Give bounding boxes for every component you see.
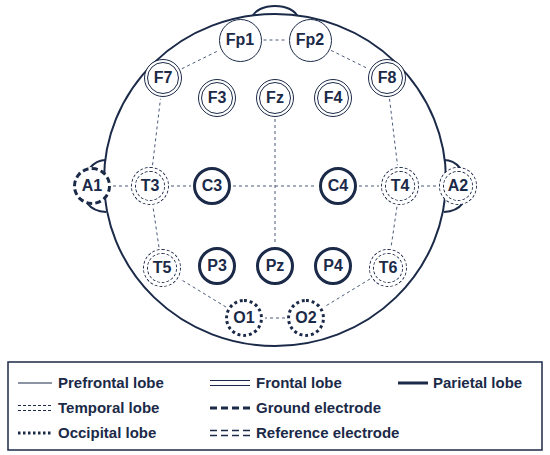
electrode-label: T5 bbox=[153, 259, 172, 277]
electrode-circle: C4 bbox=[319, 167, 357, 205]
electrode-circle: A1 bbox=[73, 167, 111, 205]
electrode-label: T3 bbox=[141, 177, 160, 195]
sample-thick bbox=[398, 382, 428, 385]
electrode-circle: C3 bbox=[193, 167, 231, 205]
electrode-label: P4 bbox=[323, 257, 343, 275]
electrode-circle: F4 bbox=[314, 79, 352, 117]
sample-double bbox=[210, 380, 250, 381]
electrode-label: C4 bbox=[328, 177, 348, 195]
guide-line bbox=[391, 207, 397, 247]
guide-line bbox=[359, 186, 379, 187]
head bbox=[104, 14, 446, 346]
electrode-circle: T4 bbox=[381, 167, 419, 205]
electrode-label: P3 bbox=[207, 257, 227, 275]
guide-line bbox=[153, 207, 159, 247]
electrode-label: F3 bbox=[208, 89, 227, 107]
legend-text: Reference electrode bbox=[256, 424, 399, 441]
sample-thin bbox=[18, 382, 52, 383]
electrode-circle: Fp1 bbox=[219, 19, 262, 62]
guide-line bbox=[113, 186, 129, 187]
electrode-label: A1 bbox=[82, 177, 102, 195]
electrode-label: C3 bbox=[202, 177, 222, 195]
electrode-label: F4 bbox=[324, 89, 343, 107]
legend-text: Ground electrode bbox=[256, 399, 381, 416]
legend-text: Prefrontal lobe bbox=[58, 374, 164, 391]
guide-line bbox=[421, 186, 437, 187]
electrode-label: T6 bbox=[379, 259, 398, 277]
electrode-label: O1 bbox=[233, 309, 254, 327]
electrode-label: A2 bbox=[448, 177, 468, 195]
sample-thick-dashed bbox=[210, 407, 250, 410]
legend-box bbox=[8, 362, 542, 450]
electrode-label: Fp2 bbox=[296, 31, 324, 49]
sample-double-long-dash bbox=[210, 430, 250, 432]
sample-dotted bbox=[18, 432, 52, 435]
electrode-circle: T6 bbox=[369, 249, 407, 287]
electrode-circle: O1 bbox=[225, 299, 263, 337]
electrode-label: O2 bbox=[295, 309, 316, 327]
legend-text: Parietal lobe bbox=[433, 374, 522, 391]
electrode-label: T4 bbox=[391, 177, 410, 195]
electrode-label: Fp1 bbox=[226, 31, 254, 49]
electrode-circle: Fz bbox=[256, 79, 294, 117]
guide-line bbox=[182, 50, 219, 68]
guide-line bbox=[265, 318, 285, 319]
electrode-circle: T5 bbox=[143, 249, 181, 287]
legend-text: Temporal lobe bbox=[58, 399, 159, 416]
electrode-label: Fz bbox=[266, 89, 284, 107]
electrode-circle: P4 bbox=[314, 247, 352, 285]
legend-text: Occipital lobe bbox=[58, 424, 156, 441]
sample-double-dashed bbox=[18, 410, 52, 411]
electrode-circle: F8 bbox=[368, 59, 406, 97]
sample-double-long-dash bbox=[210, 435, 250, 437]
electrode-circle: Pz bbox=[256, 247, 294, 285]
electrode-circle: A2 bbox=[439, 167, 477, 205]
electrode-circle: F3 bbox=[198, 79, 236, 117]
electrode-label: Pz bbox=[266, 257, 285, 275]
guide-line bbox=[171, 186, 191, 187]
guide-line bbox=[390, 99, 398, 165]
sample-double bbox=[210, 385, 250, 386]
electrode-circle: F7 bbox=[144, 59, 182, 97]
electrode-circle: Fp2 bbox=[289, 19, 332, 62]
electrode-circle: P3 bbox=[198, 247, 236, 285]
electrode-circle: T3 bbox=[131, 167, 169, 205]
electrode-label: F8 bbox=[378, 69, 397, 87]
legend-text: Frontal lobe bbox=[256, 374, 342, 391]
guide-line bbox=[153, 99, 161, 165]
guide-line bbox=[331, 50, 368, 68]
electrode-label: F7 bbox=[154, 69, 173, 87]
guide-line bbox=[275, 119, 276, 245]
electrode-circle: O2 bbox=[287, 299, 325, 337]
guide-line bbox=[264, 40, 287, 41]
sample-double-dashed bbox=[18, 405, 52, 406]
